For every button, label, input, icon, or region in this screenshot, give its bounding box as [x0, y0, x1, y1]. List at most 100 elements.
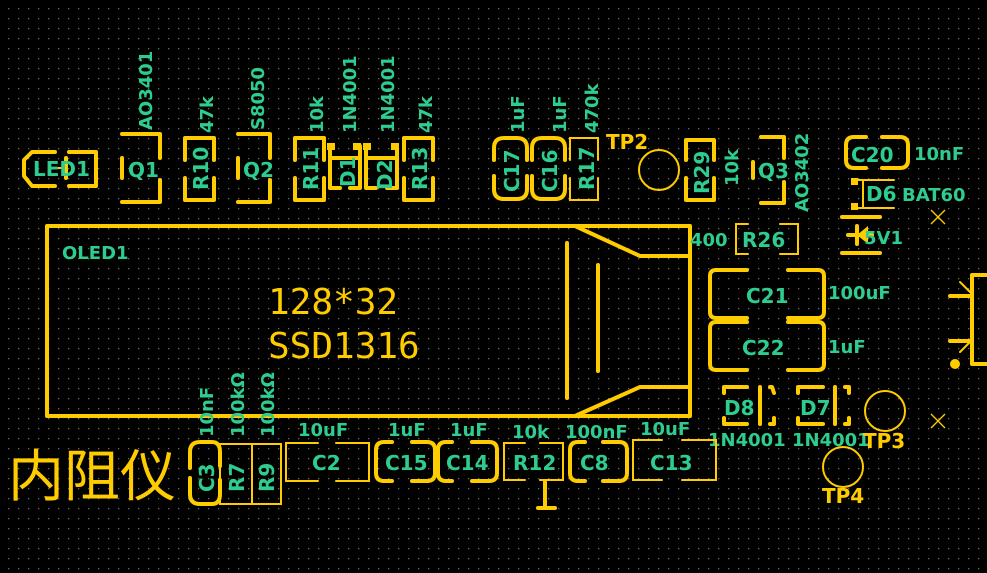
- c14-ref: C14: [446, 451, 489, 475]
- c22-footprint[interactable]: C22 1uF: [708, 320, 866, 372]
- tp2-label: TP2: [606, 130, 648, 154]
- c3-value: 10nF: [197, 387, 218, 437]
- r11-value: 10k: [307, 95, 328, 133]
- oled-ref: OLED1: [62, 243, 129, 264]
- oled-line1: 128*32: [268, 282, 398, 323]
- c17-footprint[interactable]: C17 1uF: [492, 95, 529, 201]
- r9-value: 100kΩ: [258, 372, 279, 437]
- q2-value: S8050: [248, 67, 269, 130]
- d7-value: 1N4001: [792, 430, 870, 451]
- d7-footprint[interactable]: D7 1N4001: [792, 385, 870, 451]
- d8-footprint[interactable]: D8 1N4001: [708, 385, 786, 451]
- unconnected-markers: [930, 209, 946, 429]
- c13-value: 10uF: [640, 419, 690, 440]
- r17-footprint[interactable]: R17 470k: [569, 82, 603, 201]
- d6-footprint[interactable]: D6 BAT60: [851, 178, 966, 210]
- zener-footprint[interactable]: 5V1: [840, 215, 903, 255]
- c21-ref: C21: [746, 284, 789, 308]
- tp4-label: TP4: [822, 484, 864, 508]
- c14-value: 1uF: [450, 420, 488, 441]
- r10-footprint[interactable]: R10 47k: [183, 95, 218, 202]
- c22-value: 1uF: [828, 337, 866, 358]
- r10-value: 47k: [197, 95, 218, 133]
- c16-value: 1uF: [550, 95, 571, 133]
- board-title: 内阻仪: [8, 445, 176, 510]
- d1-ref: D1: [336, 156, 360, 187]
- q1-footprint[interactable]: Q1 AO3401: [120, 51, 162, 204]
- c8-value: 100nF: [565, 422, 628, 443]
- r26-ref: R26: [742, 228, 785, 252]
- c2-value: 10uF: [298, 420, 348, 441]
- tp3-testpoint[interactable]: TP3: [863, 390, 906, 453]
- c3-ref: C3: [195, 463, 219, 492]
- d6-ref: D6: [866, 182, 897, 206]
- led1-ref: LED1: [33, 157, 90, 181]
- tp2-testpoint[interactable]: TP2: [606, 130, 680, 191]
- r12-footprint[interactable]: R12 10k: [503, 422, 564, 510]
- r12-ref: R12: [513, 451, 556, 475]
- d8-value: 1N4001: [708, 430, 786, 451]
- r17-value: 470k: [582, 82, 603, 133]
- d2-ref: D2: [373, 159, 397, 190]
- r9-footprint[interactable]: R9 100kΩ: [251, 372, 282, 505]
- d7-ref: D7: [800, 396, 831, 420]
- tp3-label: TP3: [863, 429, 905, 453]
- c15-value: 1uF: [388, 420, 426, 441]
- r13-ref: R13: [408, 147, 432, 190]
- q3-footprint[interactable]: Q3 AO3402: [751, 133, 813, 212]
- c17-ref: C17: [500, 149, 524, 192]
- r11-footprint[interactable]: R11 10k: [293, 95, 328, 202]
- oled-line2: SSD1316: [268, 326, 420, 367]
- r29-value: 10k: [722, 148, 743, 186]
- c8-ref: C8: [580, 451, 609, 475]
- r26-value: 400: [690, 230, 728, 251]
- d1-value: 1N4001: [340, 55, 361, 133]
- c13-footprint[interactable]: C13 10uF: [632, 419, 717, 481]
- c16-ref: C16: [538, 149, 562, 192]
- r26-footprint[interactable]: R26 400: [690, 223, 799, 255]
- r13-footprint[interactable]: R13 47k: [402, 95, 437, 202]
- c14-footprint[interactable]: C14 1uF: [436, 420, 499, 483]
- r7-ref: R7: [225, 463, 249, 492]
- c22-ref: C22: [742, 336, 785, 360]
- c15-ref: C15: [385, 451, 428, 475]
- d8-ref: D8: [724, 396, 755, 420]
- zener-value: 5V1: [864, 228, 903, 249]
- d6-value: BAT60: [902, 185, 966, 206]
- d2-value: 1N4001: [378, 55, 399, 133]
- r9-ref: R9: [255, 463, 279, 492]
- r13-value: 47k: [416, 95, 437, 133]
- c20-ref: C20: [851, 143, 894, 167]
- connector-footprint[interactable]: [948, 273, 987, 369]
- c8-footprint[interactable]: C8 100nF: [565, 422, 629, 483]
- r11-ref: R11: [299, 147, 323, 190]
- r10-ref: R10: [189, 147, 213, 190]
- c21-footprint[interactable]: C21 100uF: [708, 268, 891, 320]
- r17-ref: R17: [575, 147, 599, 190]
- r29-footprint[interactable]: R29 10k: [684, 138, 743, 202]
- r12-value: 10k: [512, 422, 550, 443]
- c20-footprint[interactable]: C20 10nF: [844, 135, 964, 170]
- q3-ref: Q3: [758, 159, 789, 183]
- oled-footprint[interactable]: OLED1 128*32 SSD1316: [45, 224, 692, 418]
- tp4-testpoint[interactable]: TP4: [822, 446, 864, 508]
- c17-value: 1uF: [508, 95, 529, 133]
- r7-footprint[interactable]: R7 100kΩ: [219, 372, 253, 505]
- q2-ref: Q2: [243, 158, 274, 182]
- q1-value: AO3401: [136, 51, 157, 130]
- c20-value: 10nF: [914, 144, 964, 165]
- c16-footprint[interactable]: C16 1uF: [530, 95, 571, 201]
- q3-value: AO3402: [792, 133, 813, 212]
- d1-footprint[interactable]: D1 1N4001: [327, 55, 362, 190]
- led1-footprint[interactable]: LED1: [22, 150, 98, 188]
- d2-footprint[interactable]: D2 1N4001: [363, 55, 399, 190]
- r7-value: 100kΩ: [228, 372, 249, 437]
- c15-footprint[interactable]: C15 1uF: [374, 420, 437, 483]
- c2-ref: C2: [312, 451, 341, 475]
- c21-value: 100uF: [828, 283, 891, 304]
- q1-ref: Q1: [128, 158, 159, 182]
- r29-ref: R29: [690, 151, 714, 194]
- q2-footprint[interactable]: Q2 S8050: [236, 67, 274, 204]
- c2-footprint[interactable]: C2 10uF: [285, 420, 370, 482]
